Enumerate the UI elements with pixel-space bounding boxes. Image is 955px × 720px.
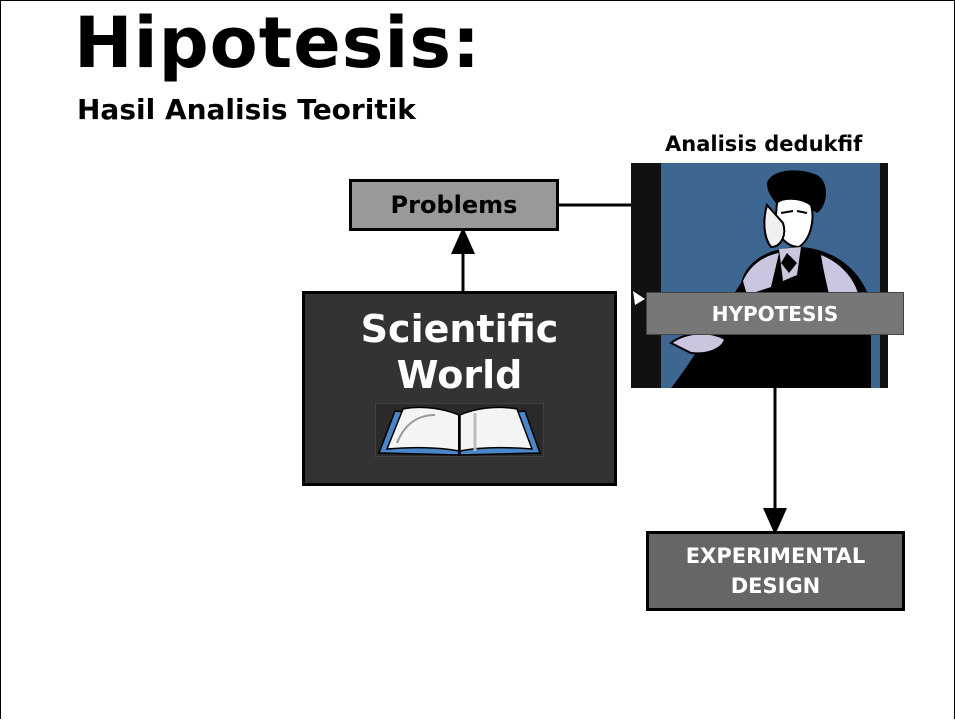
hypotesis-label: HYPOTESIS [646,292,904,335]
scientific-world-label-2: World [396,353,523,397]
photo-caption: Analisis dedukfif [665,132,863,156]
experimental-design-label-1: EXPERIMENTAL [685,544,866,568]
book-icon [375,403,544,457]
thinker-clipart [631,163,888,388]
experimental-design-box: EXPERIMENTAL DESIGN [646,531,905,611]
scientific-world-label-1: Scientific [360,307,559,351]
problems-box: Problems [349,179,559,231]
slide-subtitle: Hasil Analisis Teoritik [77,93,416,126]
experimental-design-label-2: DESIGN [730,574,821,598]
slide-title: Hipotesis: [74,2,482,84]
